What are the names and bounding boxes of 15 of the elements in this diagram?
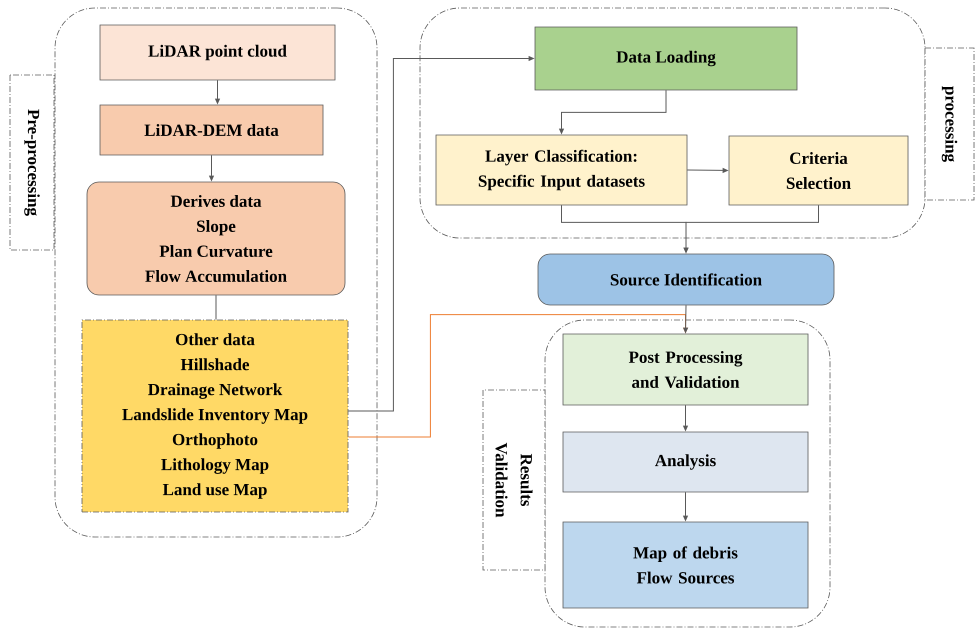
process-box: Map of debris Flow Sources — [562, 522, 808, 608]
process-box: LiDAR-DEM data — [100, 104, 324, 156]
rounded-box: Derives data Slope Plan Curvature Flow Accumulation — [86, 182, 346, 296]
process-box: Analysis — [562, 432, 808, 492]
side-tab: processing — [924, 48, 974, 200]
process-box: Data Loading — [534, 26, 798, 90]
side-tab: Results Validation — [482, 390, 546, 570]
rounded-box: Source Identification — [538, 254, 834, 306]
process-box: Layer Classification: Specific Input datasets — [436, 134, 688, 206]
process-box: Criteria Selection — [728, 136, 908, 206]
process-box: LiDAR point cloud — [100, 24, 336, 80]
process-box: Other data Hillshade Drainage Network Landslide Inventory Map Orthophoto Lithology Map Land use Map — [82, 320, 348, 512]
side-tab: Pre-processing — [10, 74, 54, 250]
arrow — [348, 314, 688, 438]
process-box: Post Processing and Validation — [562, 334, 808, 406]
